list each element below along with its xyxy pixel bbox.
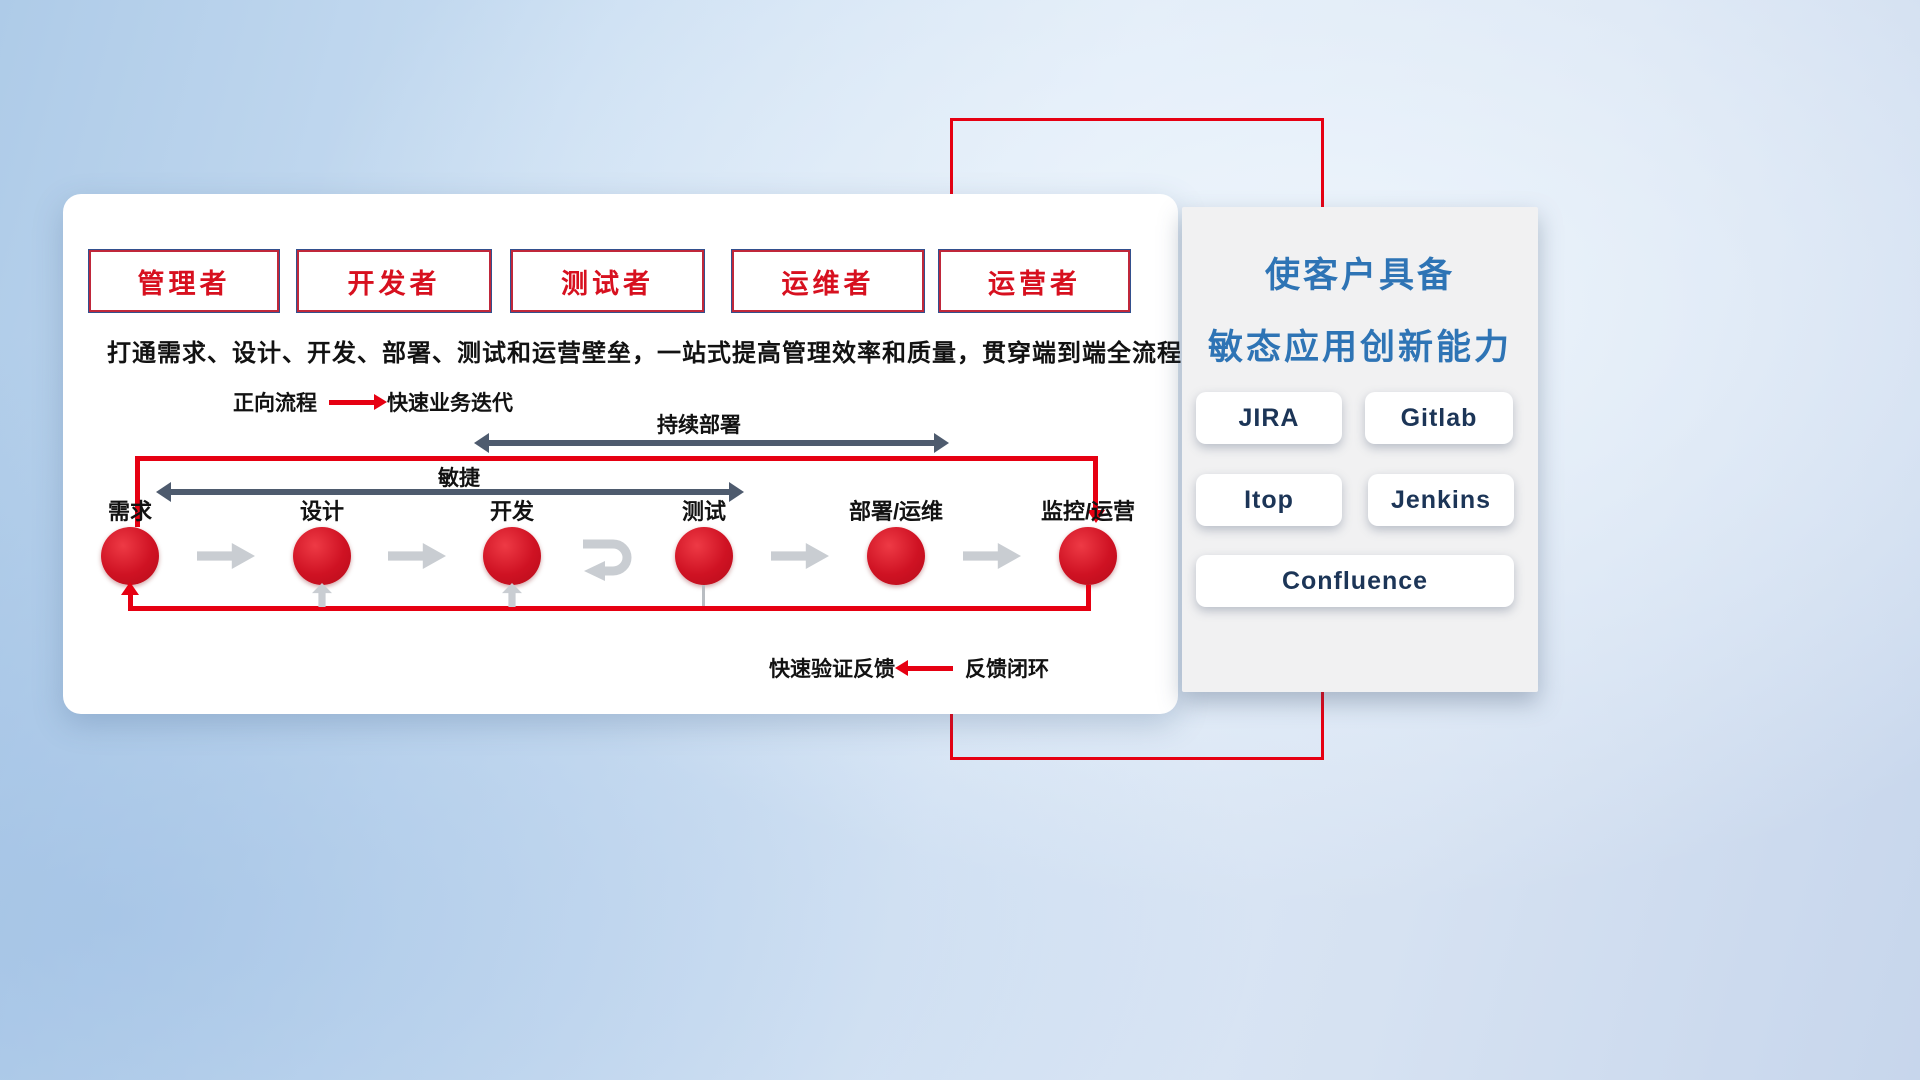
tool-button-jenkins: Jenkins xyxy=(1368,474,1514,526)
role-label: 运维者 xyxy=(781,268,875,299)
forward-loop-arrowhead-icon xyxy=(1087,510,1105,523)
stage-label-design: 设计 xyxy=(299,499,344,524)
feedback-loop-line-bottom xyxy=(128,606,1091,611)
feedback-arrow-icon xyxy=(895,659,953,676)
role-box-operator: 运营者 xyxy=(939,250,1130,312)
flow-arrow-icon xyxy=(197,543,255,569)
role-label: 开发者 xyxy=(347,268,441,299)
panel-title-line2: 敏态应用创新能力 xyxy=(1207,328,1512,367)
stage-node-monitor-ops xyxy=(1059,527,1117,585)
feedback-loop-line-right xyxy=(1086,585,1091,606)
forward-loop-line-right xyxy=(1093,456,1098,510)
stage-label-monitor-ops: 监控/运营 xyxy=(1040,499,1136,524)
capability-panel: 使客户具备 敏态应用创新能力 JIRA Gitlab Itop Jenkins … xyxy=(1182,207,1538,692)
role-box-developer: 开发者 xyxy=(297,250,491,312)
role-label: 管理者 xyxy=(137,268,231,299)
feedback-loop-arrowhead-icon xyxy=(121,582,139,595)
role-box-ops: 运维者 xyxy=(732,250,924,312)
forward-arrow-icon xyxy=(329,393,387,410)
flow-arrow-icon xyxy=(963,543,1021,569)
legend-feedback-label: 快速验证反馈 xyxy=(769,658,895,681)
test-feedback-connector xyxy=(702,585,705,606)
tool-button-jira: JIRA xyxy=(1196,392,1342,444)
stage-label-develop: 开发 xyxy=(489,499,534,524)
feedback-loop-line-left xyxy=(128,594,133,606)
role-box-manager: 管理者 xyxy=(89,250,279,312)
legend-forward-label: 正向流程 xyxy=(233,392,317,415)
stage-node-requirements xyxy=(101,527,159,585)
tool-button-confluence: Confluence xyxy=(1196,555,1514,607)
tool-button-itop: Itop xyxy=(1196,474,1342,526)
stage-node-develop xyxy=(483,527,541,585)
flow-arrow-icon xyxy=(771,543,829,569)
stage-node-deploy-ops xyxy=(867,527,925,585)
forward-loop-line-left xyxy=(135,456,140,527)
continuous-deploy-arrow xyxy=(474,433,949,453)
feedback-up-arrow-icon xyxy=(502,583,522,607)
legend-feedback-value: 反馈闭环 xyxy=(965,658,1049,681)
stage-label-deploy-ops: 部署/运维 xyxy=(848,499,944,524)
role-label: 测试者 xyxy=(561,268,654,299)
stage-label-requirements: 需求 xyxy=(107,499,152,524)
description-text: 打通需求、设计、开发、部署、测试和运营壁垒，一站式提高管理效率和质量，贯穿端到端… xyxy=(107,340,1182,367)
continuous-deploy-label: 持续部署 xyxy=(657,414,741,437)
devops-flow-card: 管理者 开发者 测试者 运维者 运营者 打通需求、设计、开发、部署、测试和运营壁… xyxy=(63,194,1181,714)
stage-label-test: 测试 xyxy=(681,499,726,524)
agile-arrow xyxy=(156,482,744,502)
legend-forward: 正向流程 快速业务迭代 xyxy=(233,389,513,415)
tool-button-gitlab: Gitlab xyxy=(1365,392,1513,444)
iteration-loop-icon xyxy=(583,539,632,581)
legend-feedback: 快速验证反馈 反馈闭环 xyxy=(769,655,1049,681)
stage-node-design xyxy=(293,527,351,585)
stage-node-test xyxy=(675,527,733,585)
feedback-up-arrow-icon xyxy=(312,583,332,607)
flow-arrow-icon xyxy=(388,543,446,569)
role-label: 运营者 xyxy=(988,268,1081,299)
legend-forward-value: 快速业务迭代 xyxy=(387,392,513,415)
forward-loop-line-top xyxy=(135,456,1098,461)
agile-label: 敏捷 xyxy=(438,467,480,490)
role-box-tester: 测试者 xyxy=(511,250,704,312)
panel-title-line1: 使客户具备 xyxy=(1264,256,1455,295)
